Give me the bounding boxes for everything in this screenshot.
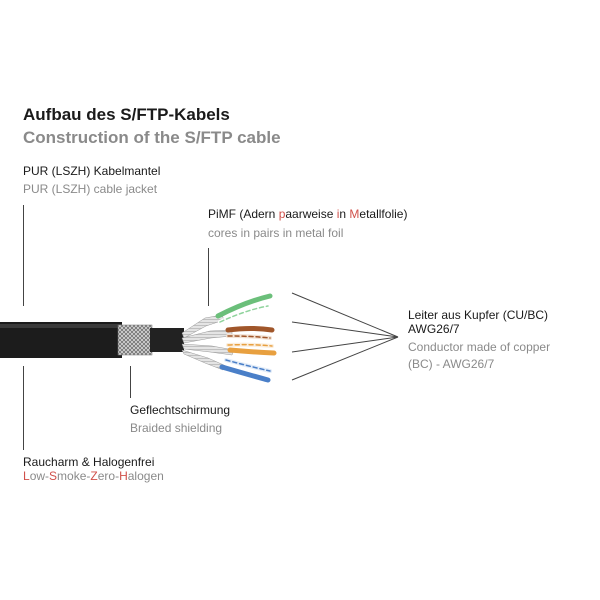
pimf-highlight: i [336, 207, 340, 221]
wire-brown [225, 326, 275, 340]
inner-sheath [150, 328, 184, 352]
label-jacket-german: PUR (LSZH) Kabelmantel [23, 164, 161, 178]
label-jacket-english: PUR (LSZH) cable jacket [23, 182, 158, 196]
label-conductor-english-line2: (BC) - AWG26/7 [408, 357, 495, 371]
lszh-part: ero- [97, 469, 120, 483]
label-lszh-english: Low-Smoke-Zero-Halogen [23, 469, 164, 483]
lszh-part: ow- [29, 469, 50, 483]
pimf-highlight: p [278, 207, 286, 221]
pimf-part: n [339, 207, 350, 221]
pimf-part: etallfolie) [359, 207, 408, 221]
lszh-highlight: S [49, 469, 58, 483]
label-lszh-german: Raucharm & Halogenfrei [23, 455, 155, 469]
wire-green [215, 293, 273, 324]
label-conductor-german-line2: AWG26/7 [408, 322, 460, 336]
wire-orange [226, 342, 277, 356]
lszh-highlight: H [119, 469, 128, 483]
lszh-part: moke- [57, 469, 91, 483]
title-german: Aufbau des S/FTP-Kabels [23, 105, 230, 124]
label-conductor-german-line1: Leiter aus Kupfer (CU/BC) [408, 308, 549, 322]
braided-shield [117, 324, 153, 356]
lszh-highlight: Z [90, 469, 98, 483]
label-braid-german: Geflechtschirmung [130, 403, 231, 417]
wire-blue [219, 358, 272, 383]
leader-conductor-fan [291, 292, 399, 381]
label-conductor-english-line1: Conductor made of copper [408, 340, 551, 354]
foil-pairs [181, 314, 235, 371]
lszh-part: alogen [127, 469, 164, 483]
lszh-highlight: L [23, 469, 30, 483]
pimf-highlight: M [349, 207, 360, 221]
pimf-part: aarweise [285, 207, 337, 221]
title-english: Construction of the S/FTP cable [23, 128, 281, 147]
pimf-part: PiMF (Adern [208, 207, 279, 221]
label-pimf-english: cores in pairs in metal foil [208, 226, 344, 240]
label-braid-english: Braided shielding [130, 421, 223, 435]
label-pimf-german: PiMF (Adern paarweise in Metallfolie) [208, 207, 407, 221]
